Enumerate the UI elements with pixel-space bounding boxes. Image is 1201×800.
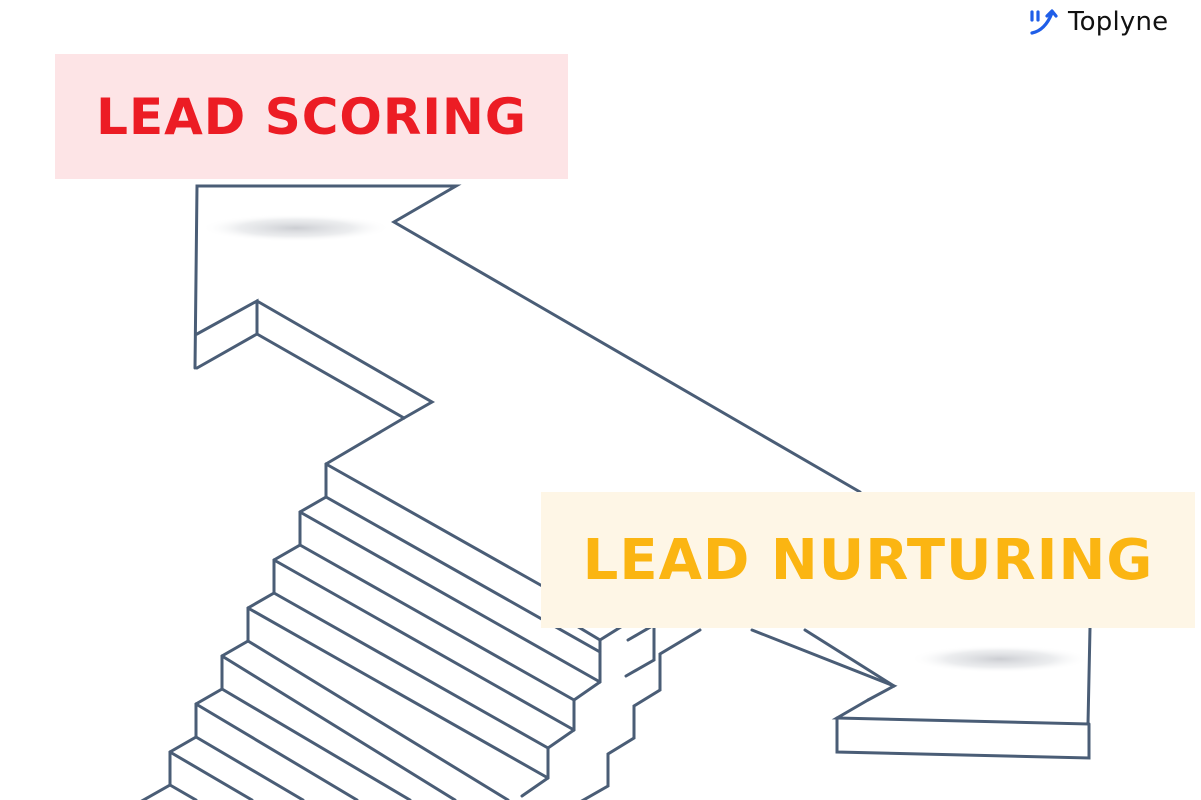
- lead-scoring-text: LEAD SCORING: [96, 87, 527, 146]
- upper-arrow-icon: [193, 184, 862, 494]
- lower-arrow-icon: [750, 626, 1092, 760]
- rising-arrow-icon: [1030, 9, 1058, 35]
- lead-scoring-label: LEAD SCORING: [55, 54, 568, 179]
- lower-arrow-shadow: [910, 645, 1090, 673]
- lead-nurturing-label: LEAD NURTURING: [541, 492, 1195, 628]
- brand-name: Toplyne: [1068, 7, 1169, 37]
- upper-arrow-shadow: [201, 214, 391, 242]
- brand-logo: Toplyne: [1028, 4, 1168, 40]
- lead-nurturing-text: LEAD NURTURING: [582, 527, 1154, 593]
